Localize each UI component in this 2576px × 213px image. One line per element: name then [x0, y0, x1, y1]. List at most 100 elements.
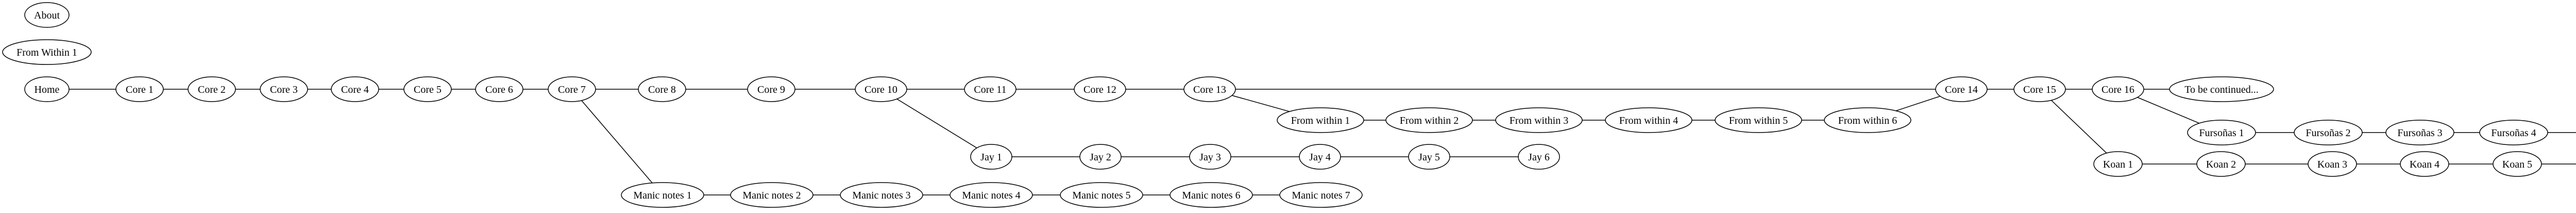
node-ellipse-from-within-5 [1715, 107, 1802, 133]
node-label-fursonas-4: Fursoñas 4 [2491, 127, 2536, 139]
node-from-within-4[interactable]: From within 4 [1605, 107, 1692, 133]
node-label-manic-notes-7: Manic notes 7 [1292, 190, 1350, 201]
node-label-manic-notes-2: Manic notes 2 [742, 190, 801, 201]
node-label-from-within-6: From within 6 [1838, 115, 1897, 126]
node-label-manic-notes-3: Manic notes 3 [852, 190, 910, 201]
node-label-koan-3: Koan 3 [2317, 159, 2347, 170]
node-label-manic-notes-6: Manic notes 6 [1182, 190, 1240, 201]
node-core-9[interactable]: Core 9 [747, 76, 795, 102]
node-label-from-within-3: From within 3 [1510, 115, 1568, 126]
node-core-13[interactable]: Core 13 [1183, 76, 1236, 102]
node-jay-5[interactable]: Jay 5 [1408, 144, 1450, 170]
node-label-from-within-2: From within 2 [1400, 115, 1459, 126]
node-label-jay-5: Jay 5 [1418, 152, 1440, 163]
node-from-within-2[interactable]: From within 2 [1385, 107, 1473, 133]
node-ellipse-from-within-1 [1277, 107, 1364, 133]
node-core-11[interactable]: Core 11 [964, 76, 1016, 102]
node-core-12[interactable]: Core 12 [1074, 76, 1126, 102]
node-ellipse-about [24, 2, 70, 28]
node-ellipse-jay-1 [970, 144, 1012, 170]
node-label-core-3: Core 3 [270, 84, 298, 95]
node-label-manic-notes-5: Manic notes 5 [1072, 190, 1130, 201]
node-from-within-1-cap[interactable]: From Within 1 [2, 39, 92, 65]
edge-layer [47, 89, 2576, 195]
node-label-fursonas-1: Fursoñas 1 [2199, 127, 2244, 139]
node-fursonas-2[interactable]: Fursoñas 2 [2294, 120, 2363, 145]
node-ellipse-manic-notes-5 [1060, 182, 1143, 208]
node-ellipse-from-within-4 [1605, 107, 1692, 133]
node-core-5[interactable]: Core 5 [403, 76, 452, 102]
node-manic-notes-1[interactable]: Manic notes 1 [621, 182, 704, 208]
node-ellipse-koan-1 [2093, 151, 2143, 177]
node-core-1[interactable]: Core 1 [115, 76, 164, 102]
node-label-jay-6: Jay 6 [1528, 152, 1550, 163]
node-label-manic-notes-4: Manic notes 4 [962, 190, 1020, 201]
node-core-3[interactable]: Core 3 [260, 76, 308, 102]
node-ellipse-core-13 [1183, 76, 1236, 102]
node-jay-1[interactable]: Jay 1 [970, 144, 1012, 170]
node-label-core-13: Core 13 [1193, 84, 1226, 95]
node-manic-notes-3[interactable]: Manic notes 3 [840, 182, 923, 208]
node-ellipse-fursonas-4 [2479, 120, 2548, 145]
node-core-10[interactable]: Core 10 [855, 76, 907, 102]
node-label-from-within-1-cap: From Within 1 [16, 47, 77, 58]
node-koan-1[interactable]: Koan 1 [2093, 151, 2143, 177]
node-koan-2[interactable]: Koan 2 [2196, 151, 2246, 177]
node-label-core-5: Core 5 [414, 84, 442, 95]
node-manic-notes-6[interactable]: Manic notes 6 [1170, 182, 1253, 208]
node-ellipse-jay-3 [1189, 144, 1231, 170]
node-ellipse-home [24, 76, 70, 102]
node-ellipse-core-14 [1935, 76, 1988, 102]
node-home[interactable]: Home [24, 76, 70, 102]
node-fursonas-3[interactable]: Fursoñas 3 [2385, 120, 2454, 145]
node-ellipse-manic-notes-6 [1170, 182, 1253, 208]
node-core-4[interactable]: Core 4 [331, 76, 379, 102]
node-manic-notes-7[interactable]: Manic notes 7 [1279, 182, 1363, 208]
node-ellipse-manic-notes-7 [1279, 182, 1363, 208]
node-core-2[interactable]: Core 2 [188, 76, 236, 102]
node-koan-5[interactable]: Koan 5 [2493, 151, 2542, 177]
node-koan-4[interactable]: Koan 4 [2400, 151, 2449, 177]
node-to-be-continued[interactable]: To be continued... [2169, 76, 2274, 102]
node-fursonas-4[interactable]: Fursoñas 4 [2479, 120, 2548, 145]
node-core-6[interactable]: Core 6 [475, 76, 523, 102]
node-from-within-3[interactable]: From within 3 [1495, 107, 1583, 133]
node-manic-notes-4[interactable]: Manic notes 4 [950, 182, 1033, 208]
node-koan-3[interactable]: Koan 3 [2308, 151, 2357, 177]
node-label-core-8: Core 8 [648, 84, 676, 95]
edge-core-10--jay-1 [880, 89, 992, 157]
node-core-15[interactable]: Core 15 [2013, 76, 2066, 102]
node-manic-notes-2[interactable]: Manic notes 2 [730, 182, 814, 208]
edge-core-7--manic-notes-1 [571, 89, 663, 195]
node-label-from-within-1: From within 1 [1291, 115, 1350, 126]
node-core-16[interactable]: Core 16 [2092, 76, 2144, 102]
node-fursonas-1[interactable]: Fursoñas 1 [2187, 120, 2256, 145]
edge-core-15--koan-1 [2039, 89, 2119, 165]
node-core-14[interactable]: Core 14 [1935, 76, 1988, 102]
node-jay-3[interactable]: Jay 3 [1189, 144, 1231, 170]
node-from-within-6[interactable]: From within 6 [1824, 107, 1911, 133]
node-label-jay-3: Jay 3 [1199, 152, 1221, 163]
node-ellipse-core-6 [475, 76, 523, 102]
node-ellipse-manic-notes-4 [950, 182, 1033, 208]
node-ellipse-core-8 [638, 76, 686, 102]
node-manic-notes-5[interactable]: Manic notes 5 [1060, 182, 1143, 208]
node-label-home: Home [35, 84, 60, 95]
node-ellipse-fursonas-3 [2385, 120, 2454, 145]
node-core-7[interactable]: Core 7 [548, 76, 596, 102]
node-jay-4[interactable]: Jay 4 [1299, 144, 1341, 170]
node-from-within-5[interactable]: From within 5 [1715, 107, 1802, 133]
node-ellipse-from-within-6 [1824, 107, 1911, 133]
node-about[interactable]: About [24, 2, 70, 28]
node-ellipse-core-5 [403, 76, 452, 102]
node-label-from-within-5: From within 5 [1729, 115, 1788, 126]
node-ellipse-from-within-3 [1495, 107, 1583, 133]
node-ellipse-core-15 [2013, 76, 2066, 102]
node-ellipse-to-be-continued [2169, 76, 2274, 102]
node-core-8[interactable]: Core 8 [638, 76, 686, 102]
node-jay-2[interactable]: Jay 2 [1079, 144, 1122, 170]
node-label-from-within-4: From within 4 [1619, 115, 1678, 126]
node-from-within-1[interactable]: From within 1 [1277, 107, 1364, 133]
node-jay-6[interactable]: Jay 6 [1518, 144, 1560, 170]
